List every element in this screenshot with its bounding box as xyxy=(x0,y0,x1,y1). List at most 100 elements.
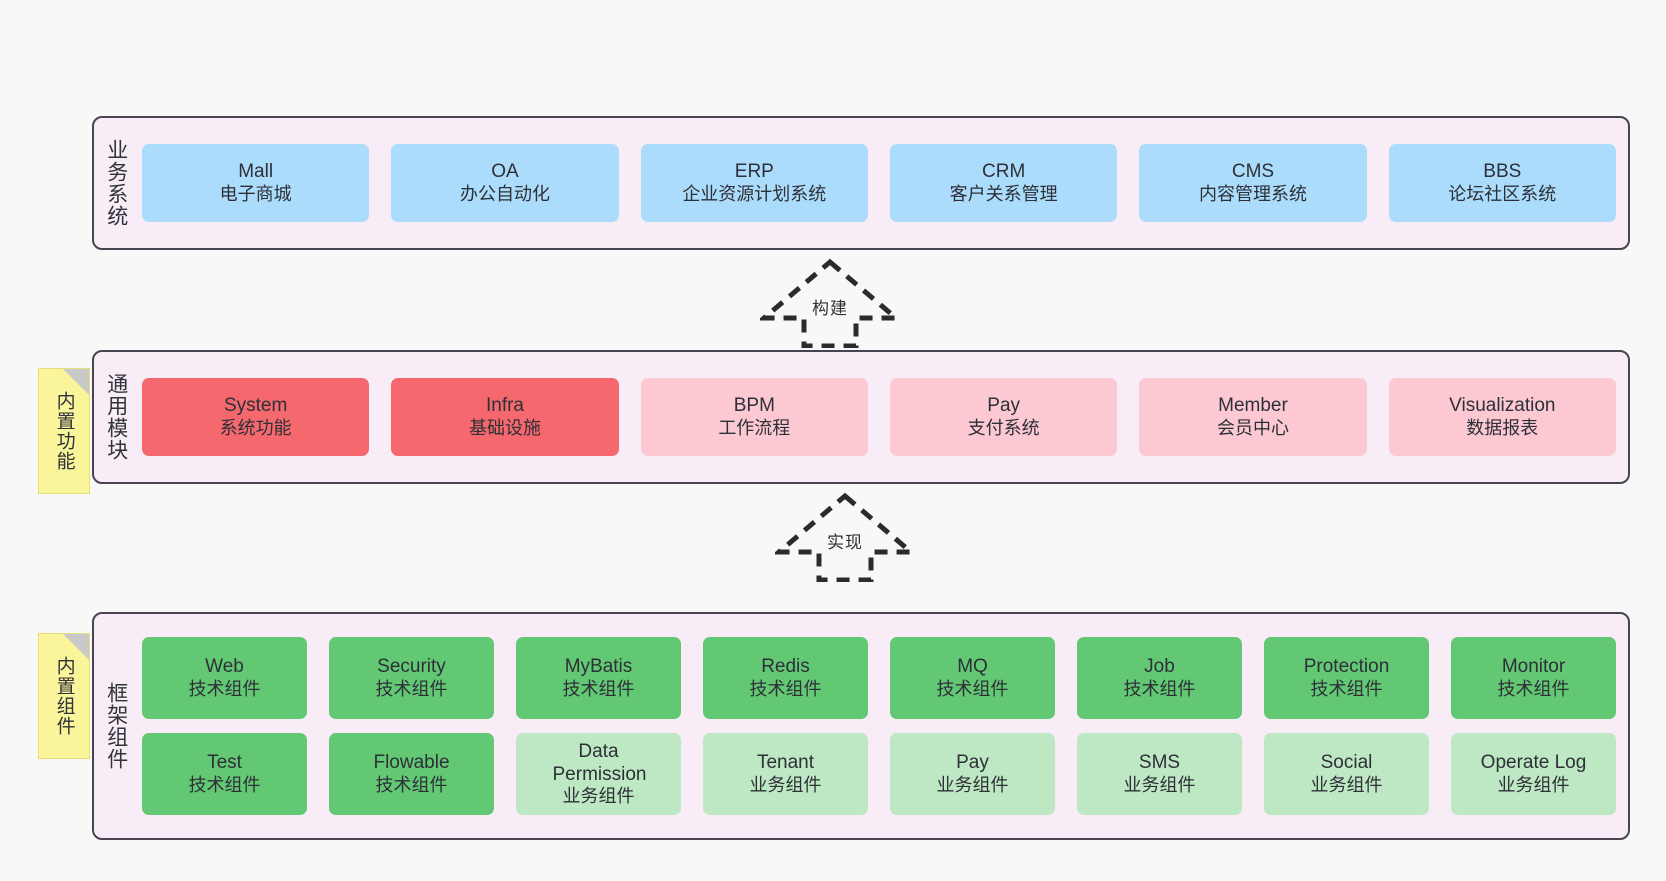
node-pay[interactable]: Pay 支付系统 xyxy=(889,378,1118,456)
node-title: SMS xyxy=(1138,752,1181,774)
node-title: BPM xyxy=(733,395,775,417)
node-title: Visualization xyxy=(1449,395,1556,417)
node-subtitle: 业务组件 xyxy=(562,786,635,807)
node-pay-component[interactable]: Pay 业务组件 xyxy=(890,733,1055,815)
node-subtitle: 电子商城 xyxy=(219,183,292,204)
node-member[interactable]: Member 会员中心 xyxy=(1139,378,1367,456)
node-title: CRM xyxy=(982,161,1026,183)
node-subtitle: 技术组件 xyxy=(188,678,261,699)
node-subtitle: 技术组件 xyxy=(375,678,448,699)
node-flowable[interactable]: Flowable 技术组件 xyxy=(329,733,494,815)
node-title: Flowable xyxy=(373,752,450,774)
node-oa[interactable]: OA 办公自动化 xyxy=(391,144,619,222)
node-system[interactable]: System 系统功能 xyxy=(142,378,370,456)
node-crm[interactable]: CRM 客户关系管理 xyxy=(889,144,1118,222)
node-title: Pay xyxy=(956,752,989,774)
node-subtitle: 技术组件 xyxy=(1310,678,1383,699)
node-subtitle: 支付系统 xyxy=(967,417,1040,438)
node-title: Operate Log xyxy=(1480,752,1587,774)
node-redis[interactable]: Redis 技术组件 xyxy=(703,637,868,719)
node-visualization[interactable]: Visualization 数据报表 xyxy=(1388,378,1616,456)
node-title: Data Permission xyxy=(552,740,647,786)
node-monitor[interactable]: Monitor 技术组件 xyxy=(1451,637,1616,719)
node-subtitle: 技术组件 xyxy=(375,774,448,795)
node-subtitle: 业务组件 xyxy=(1123,774,1196,795)
node-subtitle: 会员中心 xyxy=(1216,417,1289,438)
node-subtitle: 技术组件 xyxy=(188,774,261,795)
node-data-permission[interactable]: Data Permission 业务组件 xyxy=(516,733,681,815)
node-title: MyBatis xyxy=(564,656,633,678)
layer-business-system: 业务系统 Mall 电子商城 OA 办公自动化 ERP 企业资源计划系统 CRM… xyxy=(92,116,1630,250)
node-cms[interactable]: CMS 内容管理系统 xyxy=(1139,144,1367,222)
node-title: Infra xyxy=(485,395,524,417)
layer-title-framework-component: 框架组件 xyxy=(104,682,128,770)
layer-body-framework-component: Web 技术组件 Security 技术组件 MyBatis 技术组件 Redi… xyxy=(138,614,1628,838)
node-title: Pay xyxy=(987,395,1021,417)
dashed-up-arrow-icon xyxy=(772,492,918,583)
node-subtitle: 企业资源计划系统 xyxy=(682,183,827,204)
node-subtitle: 技术组件 xyxy=(936,678,1009,699)
node-operate-log[interactable]: Operate Log 业务组件 xyxy=(1451,733,1616,815)
node-title: Test xyxy=(207,752,242,774)
connector-label: 实现 xyxy=(827,533,863,552)
node-title: System xyxy=(223,395,288,417)
node-subtitle: 基础设施 xyxy=(468,417,541,438)
node-erp[interactable]: ERP 企业资源计划系统 xyxy=(640,144,868,222)
note-fold-corner-icon xyxy=(63,634,89,660)
node-subtitle: 数据报表 xyxy=(1466,417,1539,438)
node-title: BBS xyxy=(1483,161,1522,183)
node-sms[interactable]: SMS 业务组件 xyxy=(1077,733,1242,815)
node-bpm[interactable]: BPM 工作流程 xyxy=(640,378,868,456)
node-title: Redis xyxy=(761,656,810,678)
node-job[interactable]: Job 技术组件 xyxy=(1077,637,1242,719)
node-protection[interactable]: Protection 技术组件 xyxy=(1264,637,1429,719)
node-bbs[interactable]: BBS 论坛社区系统 xyxy=(1388,144,1616,222)
node-subtitle: 客户关系管理 xyxy=(949,183,1058,204)
node-subtitle: 技术组件 xyxy=(749,678,822,699)
node-title: Web xyxy=(205,656,244,678)
layer-row: Web 技术组件 Security 技术组件 MyBatis 技术组件 Redi… xyxy=(142,637,1616,719)
layer-common-module: 通用模块 System 系统功能 Infra 基础设施 BPM 工作流程 Pay… xyxy=(92,350,1630,484)
node-infra[interactable]: Infra 基础设施 xyxy=(391,378,619,456)
node-subtitle: 内容管理系统 xyxy=(1198,183,1307,204)
node-subtitle: 业务组件 xyxy=(1310,774,1383,795)
node-subtitle: 办公自动化 xyxy=(459,183,550,204)
node-mall[interactable]: Mall 电子商城 xyxy=(142,144,370,222)
node-social[interactable]: Social 业务组件 xyxy=(1264,733,1429,815)
node-mybatis[interactable]: MyBatis 技术组件 xyxy=(516,637,681,719)
node-title: Monitor xyxy=(1501,656,1566,678)
node-subtitle: 工作流程 xyxy=(718,417,791,438)
node-subtitle: 论坛社区系统 xyxy=(1448,183,1557,204)
node-security[interactable]: Security 技术组件 xyxy=(329,637,494,719)
node-subtitle: 业务组件 xyxy=(936,774,1009,795)
layer-body-business-system: Mall 电子商城 OA 办公自动化 ERP 企业资源计划系统 CRM 客户关系… xyxy=(138,118,1628,248)
layer-row: Mall 电子商城 OA 办公自动化 ERP 企业资源计划系统 CRM 客户关系… xyxy=(142,144,1616,222)
node-test[interactable]: Test 技术组件 xyxy=(142,733,307,815)
node-subtitle: 技术组件 xyxy=(1497,678,1570,699)
node-web[interactable]: Web 技术组件 xyxy=(142,637,307,719)
node-title: CMS xyxy=(1231,161,1275,183)
node-subtitle: 系统功能 xyxy=(219,417,292,438)
note-builtin-function: 内置功能 xyxy=(38,368,90,494)
node-title: Mall xyxy=(238,161,274,183)
node-tenant[interactable]: Tenant 业务组件 xyxy=(703,733,868,815)
note-label: 内置组件 xyxy=(53,656,75,736)
layer-title-business-system: 业务系统 xyxy=(104,139,128,227)
note-builtin-component: 内置组件 xyxy=(38,633,90,759)
dashed-up-arrow-icon xyxy=(757,258,903,349)
node-subtitle: 技术组件 xyxy=(1123,678,1196,699)
connector-implement: 实现 xyxy=(772,492,918,583)
node-title: Job xyxy=(1144,656,1175,678)
node-subtitle: 业务组件 xyxy=(1497,774,1570,795)
node-title: Social xyxy=(1320,752,1373,774)
layer-framework-component: 框架组件 Web 技术组件 Security 技术组件 MyBatis 技术组件… xyxy=(92,612,1630,840)
node-subtitle: 业务组件 xyxy=(749,774,822,795)
node-mq[interactable]: MQ 技术组件 xyxy=(890,637,1055,719)
connector-label: 构建 xyxy=(812,299,848,318)
layer-row: Test 技术组件 Flowable 技术组件 Data Permission … xyxy=(142,733,1616,815)
node-title: MQ xyxy=(957,656,988,678)
node-subtitle: 技术组件 xyxy=(562,678,635,699)
node-title: Protection xyxy=(1303,656,1390,678)
layer-row: System 系统功能 Infra 基础设施 BPM 工作流程 Pay 支付系统… xyxy=(142,378,1616,456)
note-label: 内置功能 xyxy=(53,391,75,471)
